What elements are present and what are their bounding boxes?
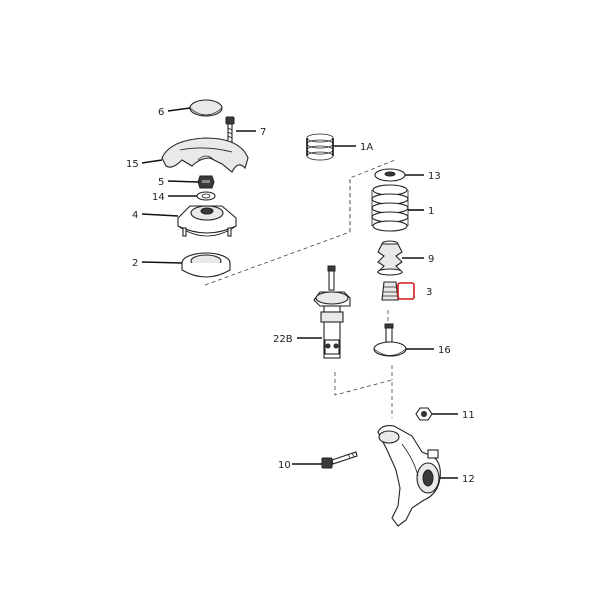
callout-10: 10 [278, 460, 291, 471]
callout-16: 16 [438, 345, 451, 356]
part-3-bump-stop[interactable] [381, 281, 415, 301]
callout-1: 1 [428, 206, 434, 217]
callout-1a: 1A [360, 142, 373, 153]
assembly-guide-lines [204, 159, 396, 418]
callout-labels: 6 7 15 5 14 4 2 1A 13 1 9 3 22B 16 11 10… [126, 107, 475, 485]
part-1-coil-spring[interactable] [371, 184, 409, 232]
highlight-box [397, 282, 415, 300]
part-10-bolt[interactable] [321, 451, 358, 469]
part-4-strut-mount[interactable] [177, 205, 237, 237]
callout-9: 9 [428, 254, 434, 265]
part-9-dust-boot[interactable] [376, 240, 404, 276]
callout-22b: 22B [273, 334, 293, 345]
callout-11: 11 [462, 410, 475, 421]
part-14-washer[interactable] [196, 191, 216, 201]
callout-14: 14 [152, 192, 165, 203]
part-7-bolt[interactable] [225, 116, 235, 143]
callout-5: 5 [158, 177, 164, 188]
callout-15: 15 [126, 159, 139, 170]
part-22b-strut[interactable] [313, 265, 351, 359]
callout-2: 2 [132, 258, 138, 269]
part-11-nut[interactable] [415, 407, 433, 421]
callout-3: 3 [426, 287, 432, 298]
part-13-spring-seat[interactable] [374, 168, 406, 182]
part-2-bearing[interactable] [181, 252, 231, 278]
part-15-shield[interactable] [161, 137, 249, 173]
callout-7: 7 [260, 127, 266, 138]
part-1a-spring[interactable] [306, 133, 334, 161]
leader-lines [141, 107, 458, 479]
callout-4: 4 [132, 210, 138, 221]
part-6-cap[interactable] [189, 99, 223, 117]
part-5-nut[interactable] [197, 175, 215, 189]
part-12-knuckle[interactable] [377, 425, 441, 527]
callout-6: 6 [158, 107, 164, 118]
callout-12: 12 [462, 474, 475, 485]
part-16-lower-seat[interactable] [373, 323, 407, 357]
callout-13: 13 [428, 171, 441, 182]
